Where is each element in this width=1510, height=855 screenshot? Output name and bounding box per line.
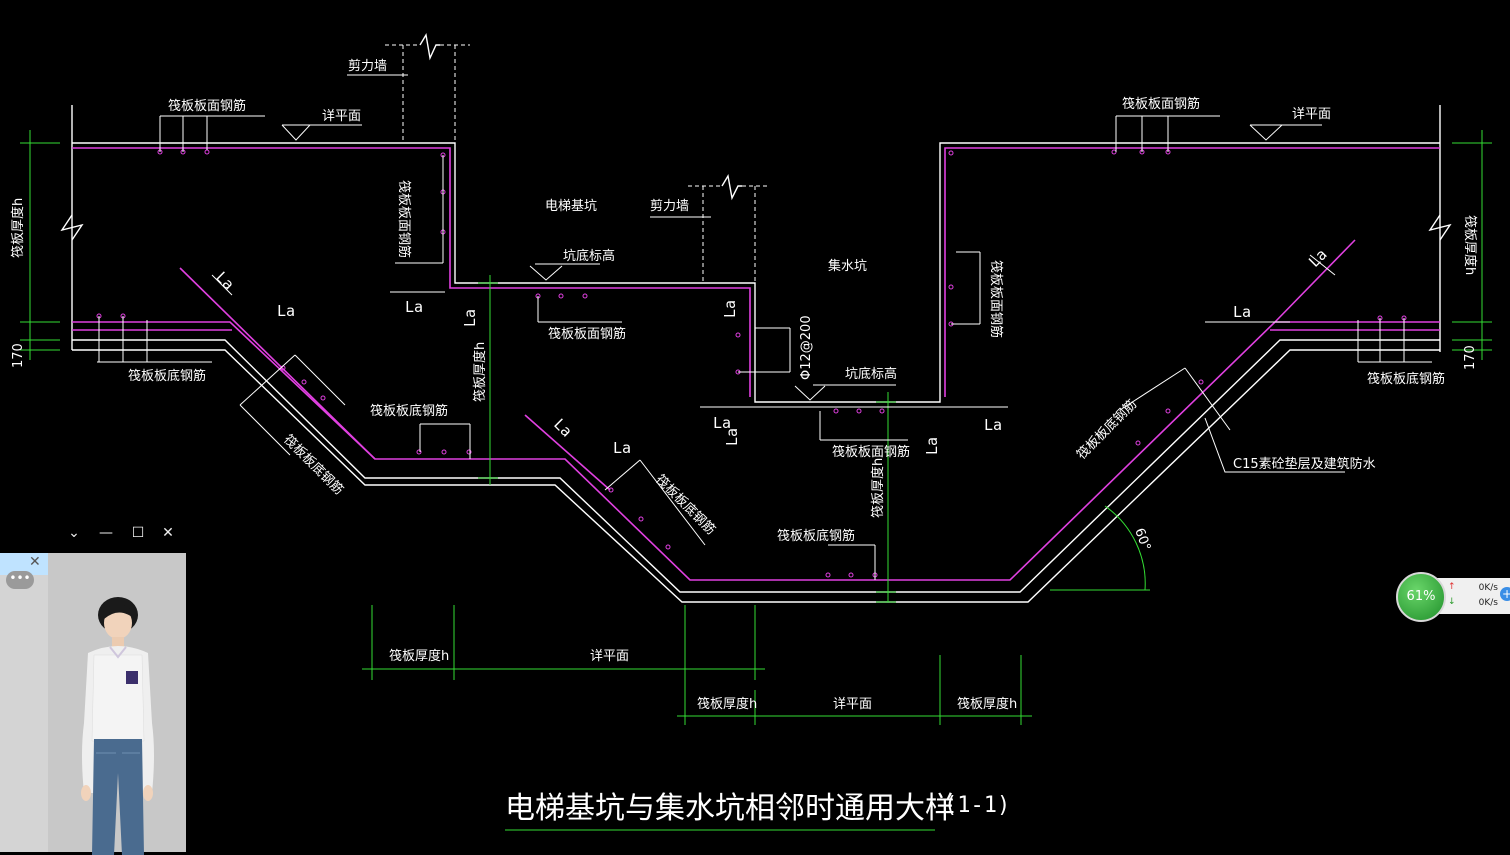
la-label-10: La: [550, 415, 576, 441]
mini-window-titlebar: ⌄ — ☐ ✕: [60, 520, 186, 546]
network-speed-widget[interactable]: ↑ 0K/s ↓ 0K/s 61%: [1396, 572, 1510, 622]
label-rebar-spec: Φ12@200: [799, 315, 814, 380]
download-arrow-icon: ↓: [1448, 597, 1456, 607]
la-label-4: La: [461, 309, 479, 327]
label-sump-pit: 集水坑: [828, 258, 867, 274]
la-label-9: La: [984, 416, 1002, 434]
label-cushion: C15素砼垫层及建筑防水: [1233, 456, 1376, 472]
assistant-tab[interactable]: ✕: [0, 553, 48, 575]
la-label-7: La: [723, 428, 741, 446]
dimension-lines: [20, 130, 1492, 831]
la-label-3: La: [405, 298, 423, 316]
concrete-outline: [60, 33, 1452, 603]
label-shear-wall-mid: 剪力墙: [650, 198, 689, 214]
minimize-button[interactable]: —: [99, 525, 113, 541]
chevron-down-icon[interactable]: ⌄: [68, 525, 80, 541]
close-button[interactable]: ✕: [162, 525, 174, 541]
expand-widget-button[interactable]: +: [1500, 587, 1510, 601]
la-label-13: La: [1305, 245, 1331, 271]
dim-detail-surface-1: 详平面: [590, 649, 629, 664]
label-raft-thickness-mid: 筏板厚度h: [472, 342, 488, 402]
label-raft-bottom-rebar-slope-right: 筏板板底钢筋: [1074, 396, 1140, 462]
dim-raft-thickness-3: 筏板厚度h: [957, 696, 1017, 712]
label-angle: 60°: [1131, 526, 1153, 553]
upload-arrow-icon: ↑: [1448, 582, 1456, 592]
drawing-title: 电梯基坑与集水坑相邻时通用大样: [505, 791, 955, 826]
tab-close-icon[interactable]: ✕: [29, 554, 41, 570]
label-raft-bottom-rebar-slope-left: 筏板板底钢筋: [280, 432, 346, 498]
label-dim-170-right: 170: [1463, 345, 1478, 370]
la-label-8: La: [923, 437, 941, 455]
label-raft-top-rebar-right: 筏板板面钢筋: [1122, 96, 1200, 112]
la-label-1: La: [212, 268, 238, 294]
section-mark: (1-1): [944, 793, 1010, 818]
leaders: [97, 74, 1432, 580]
label-detail-surface-right: 详平面: [1292, 107, 1331, 122]
la-label-5: La: [721, 300, 739, 318]
label-raft-top-rebar-pit-bottom: 筏板板面钢筋: [832, 444, 910, 460]
la-label-2: La: [277, 302, 295, 320]
labels: 剪力墙 筏板板面钢筋 详平面 筏板厚度h 170 筏板板面钢筋 电梯基坑 剪力墙…: [10, 58, 1478, 826]
label-raft-bottom-rebar-left: 筏板板底钢筋: [128, 368, 206, 384]
label-shear-wall-left: 剪力墙: [348, 58, 387, 74]
rebar-lines: [72, 147, 1440, 581]
label-detail-surface-left: 详平面: [322, 109, 361, 124]
more-options-button[interactable]: •••: [6, 571, 34, 589]
download-speed: 0K/s: [1478, 598, 1498, 608]
label-dim-170-left: 170: [11, 343, 26, 368]
avatar[interactable]: [66, 593, 166, 855]
label-raft-top-rebar-left: 筏板板面钢筋: [168, 98, 246, 114]
assistant-sidebar: ✕ •••: [0, 553, 48, 852]
la-label-12: La: [1233, 303, 1251, 321]
dim-raft-thickness-1: 筏板厚度h: [389, 648, 449, 664]
label-pit-bottom-elev-2: 坑底标高: [845, 366, 897, 382]
label-raft-bottom-rebar-right: 筏板板底钢筋: [1367, 371, 1445, 387]
label-raft-bottom-rebar-pit-left: 筏板板底钢筋: [370, 403, 448, 419]
label-elevator-pit: 电梯基坑: [545, 199, 597, 214]
memory-usage-badge[interactable]: 61%: [1396, 572, 1446, 622]
assistant-panel: ✕ •••: [0, 553, 186, 855]
label-pit-bottom-elev-1: 坑底标高: [563, 248, 615, 264]
label-raft-top-rebar-mid: 筏板板面钢筋: [548, 326, 626, 342]
label-raft-thickness-pit: 筏板厚度h: [870, 458, 886, 518]
label-raft-bottom-rebar-bottom: 筏板板底钢筋: [777, 528, 855, 544]
label-raft-thickness-left: 筏板厚度h: [10, 198, 26, 258]
label-raft-top-rebar-wall-left: 筏板板面钢筋: [396, 180, 412, 258]
label-raft-top-rebar-wall-right: 筏板板面钢筋: [988, 260, 1004, 338]
label-raft-thickness-right: 筏板厚度h: [1462, 215, 1478, 275]
dim-raft-thickness-2: 筏板厚度h: [697, 696, 757, 712]
la-label-11: La: [613, 439, 631, 457]
label-raft-bottom-rebar-slope-mid: 筏板板底钢筋: [652, 472, 718, 538]
dim-detail-surface-2: 详平面: [833, 697, 872, 712]
maximize-button[interactable]: ☐: [131, 525, 145, 541]
upload-speed: 0K/s: [1478, 583, 1498, 593]
la-label-6: La: [713, 414, 731, 432]
